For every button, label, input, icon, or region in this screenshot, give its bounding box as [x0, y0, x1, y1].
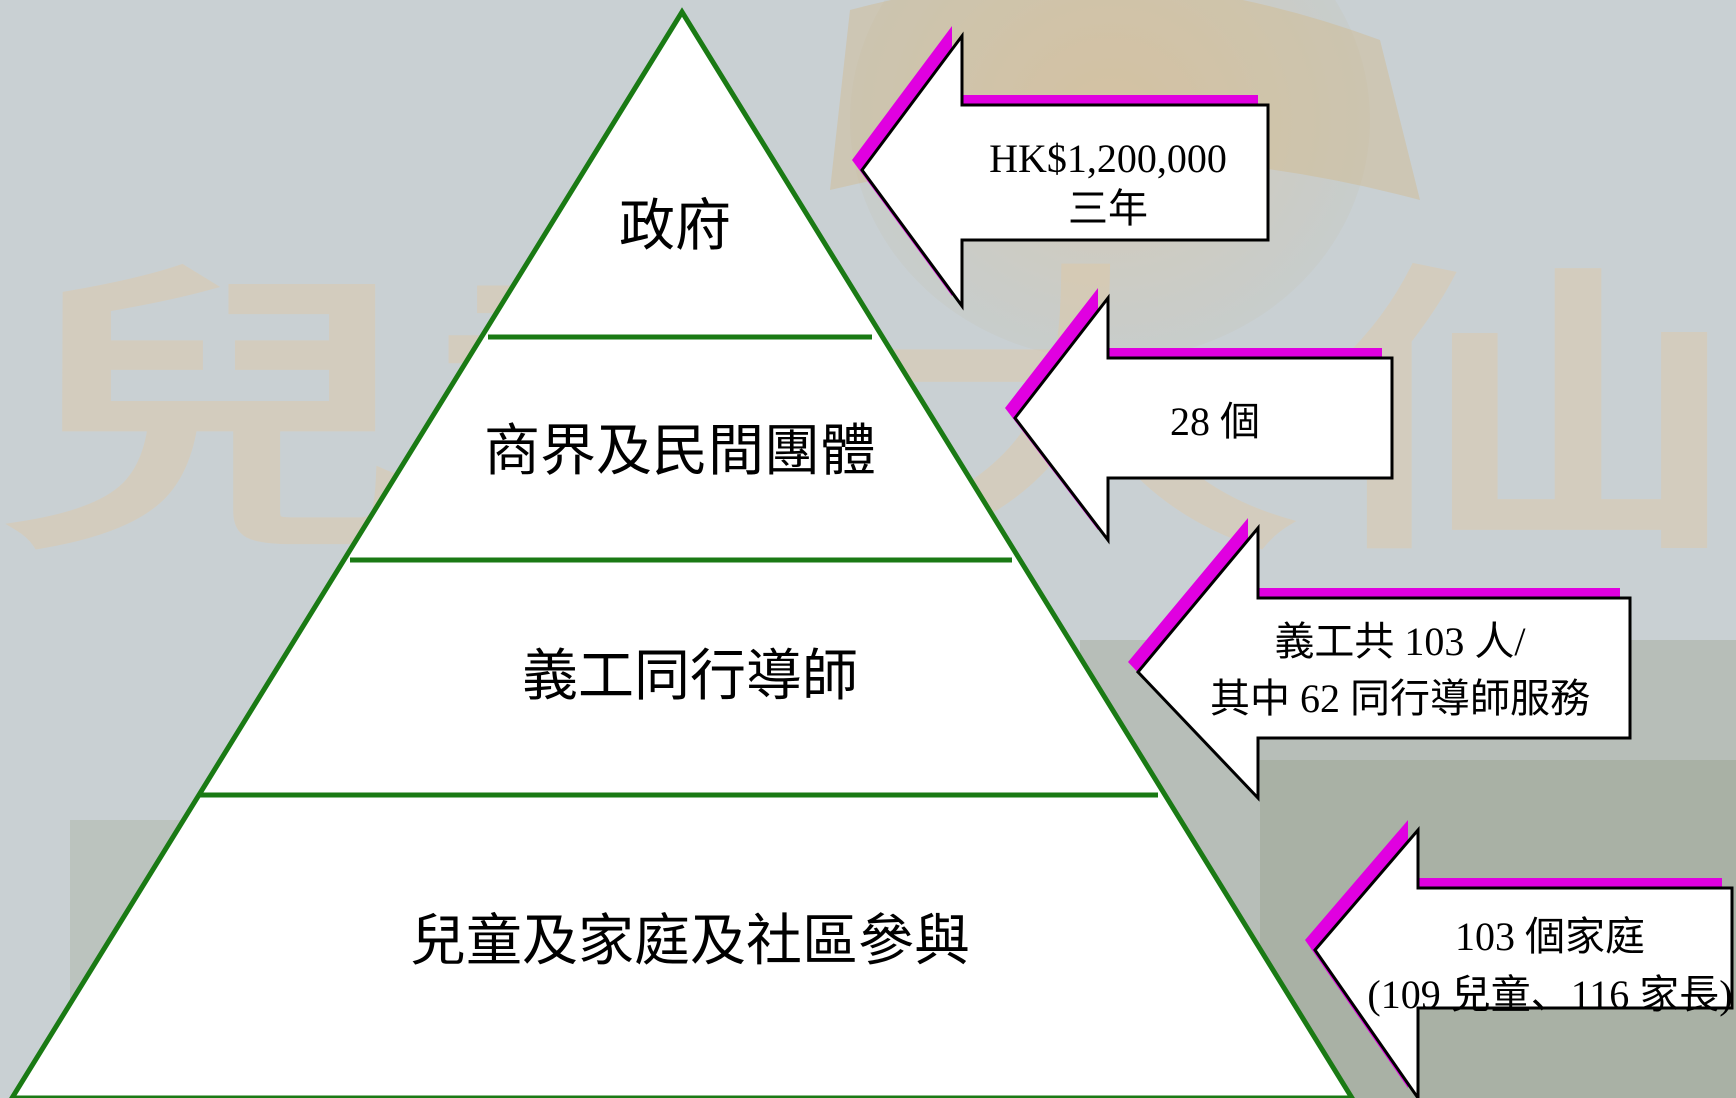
- arrow-families-line-1: 103 個家庭: [1455, 914, 1645, 959]
- arrow-volunteers: 義工共 103 人/其中 62 同行導師服務: [1128, 518, 1632, 802]
- arrow-families-line-2: (109 兒童、116 家長): [1367, 972, 1732, 1017]
- arrow-volunteers-line-1: 義工共 103 人/: [1274, 619, 1526, 664]
- arrow-funding-line-2: 三年: [1068, 186, 1148, 231]
- arrow-families-shape: [1313, 825, 1734, 1098]
- arrow-funding: HK$1,200,000 三年: [852, 26, 1270, 311]
- pyramid: [9, 7, 1355, 1098]
- arrow-organizations-shape: [1013, 293, 1394, 545]
- tier-label-government: 政府: [619, 194, 731, 259]
- arrow-organizations: 28 個: [1005, 288, 1394, 545]
- arrow-volunteers-line-2: 其中 62 同行導師服務: [1210, 676, 1590, 721]
- tier-label-business-community: 商界及民間團體: [484, 419, 876, 484]
- arrow-funding-shape: [860, 31, 1270, 311]
- arrow-families: 103 個家庭 (109 兒童、116 家長): [1305, 820, 1734, 1098]
- arrow-funding-line-1: HK$1,200,000: [989, 136, 1227, 181]
- pyramid-body: [9, 7, 1355, 1098]
- tier-label-volunteer-mentors: 義工同行導師: [522, 644, 858, 709]
- tier-label-children-families: 兒童及家庭及社區參與: [410, 909, 970, 974]
- arrow-volunteers-shape: [1135, 523, 1632, 802]
- arrow-organizations-line-1: 28 個: [1170, 399, 1260, 444]
